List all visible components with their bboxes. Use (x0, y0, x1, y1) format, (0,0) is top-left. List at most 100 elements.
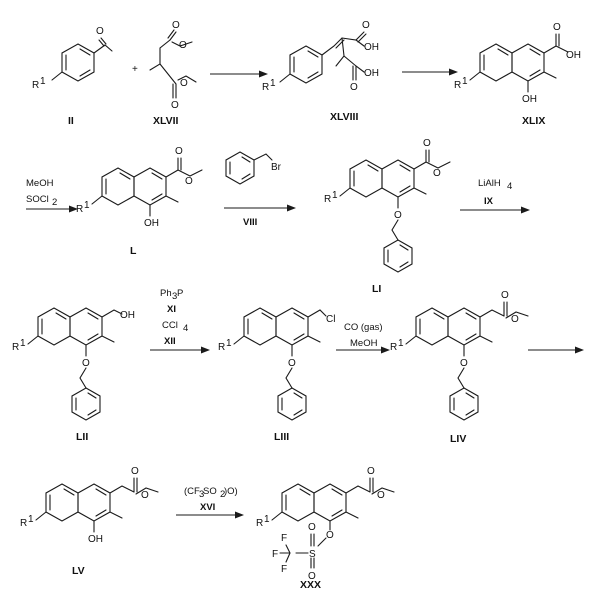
compound-II-structure (52, 38, 112, 81)
label-compound-LII: LII (76, 431, 88, 443)
reagent-code-XII: XII (164, 336, 176, 347)
atom-O: O (350, 82, 358, 93)
substituent-R: R (454, 80, 461, 91)
substituent-R-superscript: 1 (84, 200, 90, 211)
reagent-carbon-tetrachloride: CCl (162, 320, 178, 331)
substituent-R-superscript: 1 (20, 338, 26, 349)
atom-OH: OH (364, 42, 379, 53)
reaction-arrow-6 (150, 347, 210, 354)
substituent-R-superscript: 1 (462, 76, 468, 87)
reagent-triphenylphosphine: Ph (160, 288, 172, 299)
atom-O: O (553, 22, 561, 33)
label-compound-XXX: XXX (300, 579, 321, 591)
label-compound-II: II (68, 115, 74, 127)
label-compound-LI: LI (372, 283, 381, 295)
compound-LII-structure (28, 308, 122, 420)
atom-O: O (82, 358, 90, 369)
compound-XXX-structure (272, 478, 394, 568)
substituent-R: R (12, 342, 19, 353)
substituent-R: R (324, 194, 331, 205)
reagent-carbon-monoxide: CO (gas) (344, 322, 383, 333)
atom-F: F (272, 549, 278, 560)
substituent-R-superscript: 1 (398, 338, 404, 349)
reagent-methanol: MeOH (350, 338, 378, 349)
reagent-subscript: 4 (183, 323, 188, 334)
substituent-R-superscript: 1 (226, 338, 232, 349)
atom-O: O (367, 466, 375, 477)
atom-Cl: Cl (326, 314, 335, 325)
label-compound-XLIX: XLIX (522, 115, 545, 127)
substituent-R: R (76, 204, 83, 215)
reagent-subscript: 2 (52, 197, 57, 208)
atom-O: O (326, 530, 334, 541)
label-compound-LV: LV (72, 565, 85, 577)
benzyl-bromide-structure (226, 152, 272, 184)
atom-F: F (281, 564, 287, 575)
atom-O: O (308, 522, 316, 533)
compound-LV-structure (36, 478, 158, 532)
atom-O: O (141, 490, 149, 501)
compound-XLIX-structure (470, 34, 568, 92)
reagent-subscript: 4 (507, 181, 512, 192)
substituent-R: R (256, 518, 263, 529)
atom-OH: OH (88, 534, 103, 545)
reagent-triflic-anhydride-mid: SO (203, 486, 217, 497)
atom-Br: Br (271, 162, 282, 173)
plus-sign: + (132, 64, 138, 75)
substituent-R-superscript: 1 (264, 514, 270, 525)
reagent-triflic-anhydride-tail: )O) (224, 486, 238, 497)
atom-O: O (96, 26, 104, 37)
substituent-R-superscript: 1 (270, 78, 276, 89)
reagent-thionyl-chloride: SOCl (26, 194, 49, 205)
atom-OH: OH (120, 310, 135, 321)
substituent-R: R (32, 80, 39, 91)
reaction-arrow-5 (460, 207, 530, 214)
atom-O: O (131, 466, 139, 477)
compound-XLVIII-structure (280, 32, 366, 83)
atom-O: O (175, 146, 183, 157)
reagent-methanol: MeOH (26, 178, 54, 189)
atom-O: O (501, 290, 509, 301)
substituent-R: R (20, 518, 27, 529)
atom-S: S (309, 549, 316, 560)
substituent-R: R (262, 82, 269, 93)
substituent-R-superscript: 1 (332, 190, 338, 201)
atom-O: O (185, 176, 193, 187)
reagent-lithium-aluminium-hydride: LiAlH (478, 178, 501, 189)
atom-O: O (460, 358, 468, 369)
reagent-code-IX: IX (484, 196, 494, 207)
compound-L-structure (92, 158, 202, 216)
compound-XLVII-structure (150, 30, 196, 98)
substituent-R-superscript: 1 (28, 514, 34, 525)
atom-O: O (171, 100, 179, 111)
label-compound-XLVIII: XLVIII (330, 111, 358, 123)
reagent-code-XI: XI (167, 304, 176, 315)
atom-O: O (179, 40, 187, 51)
atom-O: O (394, 210, 402, 221)
atom-O: O (172, 20, 180, 31)
reagent-code-VIII: VIII (243, 217, 257, 228)
atom-OH: OH (566, 50, 581, 61)
reaction-arrow-1 (210, 71, 268, 78)
atom-OH: OH (144, 218, 159, 229)
label-compound-LIV: LIV (450, 433, 466, 445)
reagent-triphenylphosphine-tail: P (177, 288, 183, 299)
reagent-triflic-anhydride: (CF (184, 486, 200, 497)
atom-OH: OH (364, 68, 379, 79)
label-compound-XLVII: XLVII (153, 115, 179, 127)
atom-O: O (377, 490, 385, 501)
atom-O: O (511, 314, 519, 325)
label-compound-L: L (130, 245, 137, 257)
atom-O: O (433, 168, 441, 179)
atom-OH: OH (522, 94, 537, 105)
label-compound-LIII: LIII (274, 431, 289, 443)
atom-O: O (180, 78, 188, 89)
substituent-R: R (218, 342, 225, 353)
compound-LIII-structure (234, 308, 326, 420)
reaction-arrow-8 (528, 347, 584, 354)
atom-O: O (423, 138, 431, 149)
substituent-R: R (390, 342, 397, 353)
reagent-code-XVI: XVI (200, 502, 215, 513)
substituent-R-superscript: 1 (40, 76, 46, 87)
